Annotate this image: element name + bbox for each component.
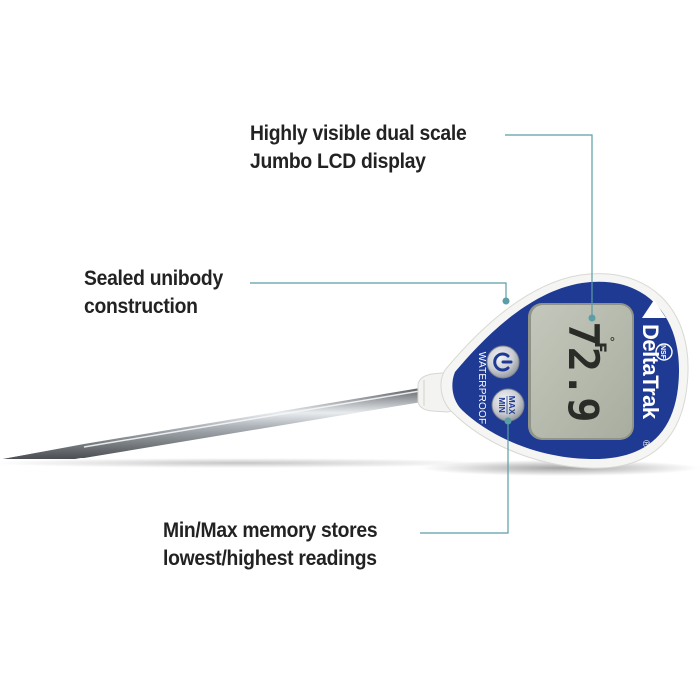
lcd-unit: F	[591, 342, 610, 353]
brand-name: DeltaTrak	[638, 324, 663, 420]
lcd-degree: °	[602, 336, 616, 342]
min-label: MIN	[497, 397, 507, 413]
callout-display-line2: Jumbo LCD display	[250, 150, 426, 173]
nsf-text: NSF	[659, 345, 666, 360]
callout-memory-line1: Min/Max memory stores	[163, 519, 378, 542]
callout-memory: Min/Max memory stores lowest/highest rea…	[163, 517, 378, 573]
callout-line-display	[505, 134, 596, 322]
power-button[interactable]	[486, 345, 520, 379]
callout-line-memory	[420, 417, 512, 534]
max-label: MAX	[507, 396, 517, 415]
registered-mark: ®	[640, 440, 651, 448]
waterproof-label: WATERPROOF	[476, 352, 487, 425]
probe	[3, 388, 422, 459]
callout-body-line1: Sealed unibody	[84, 267, 223, 290]
callout-line-body	[250, 282, 510, 305]
callout-body-line2: construction	[84, 295, 198, 318]
callout-memory-line2: lowest/highest readings	[163, 547, 377, 570]
brand-logo: DeltaTrak ®	[638, 300, 666, 448]
lcd-reading: 72.9	[559, 321, 608, 422]
power-icon	[493, 352, 513, 372]
callout-display-line1: Highly visible dual scale	[250, 122, 467, 145]
deltatrak-triangle-icon	[642, 300, 666, 318]
maxmin-button[interactable]: MAX MIN	[491, 388, 525, 422]
probe-shadow	[0, 458, 490, 468]
callout-display: Highly visible dual scale Jumbo LCD disp…	[250, 120, 467, 176]
lcd-display: 72.9 ° F	[528, 303, 634, 440]
nsf-badge: NSF	[655, 343, 673, 361]
callout-body: Sealed unibody construction	[84, 265, 223, 321]
